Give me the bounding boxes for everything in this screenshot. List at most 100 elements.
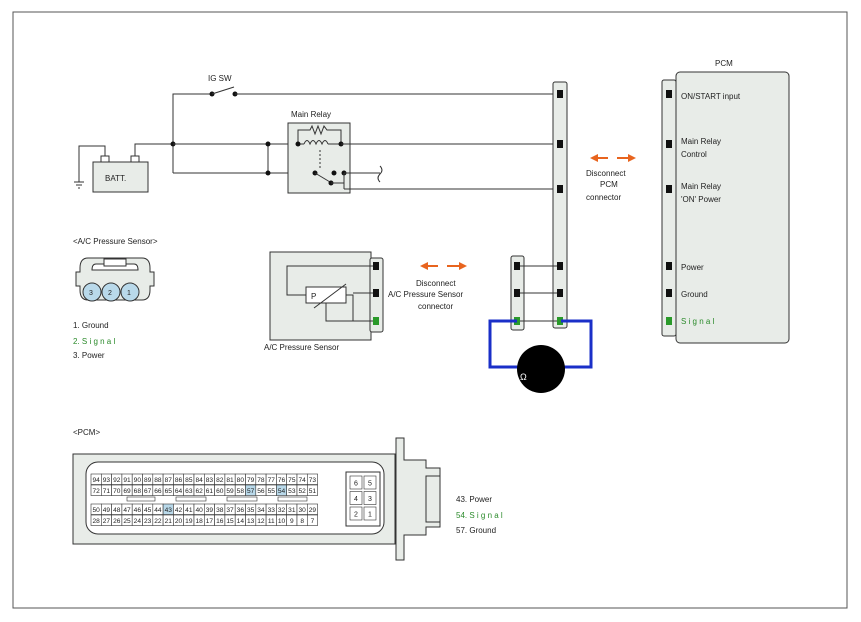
pcm-pin-number: 69 bbox=[123, 488, 131, 495]
pcm-pin-number: 88 bbox=[154, 477, 162, 484]
ac-pressure-sensor-schematic: P bbox=[269, 251, 384, 341]
pcm-pin-cell bbox=[306, 473, 318, 485]
pcm-pin-number: 86 bbox=[175, 477, 183, 484]
pcm-pin-number: 51 bbox=[309, 488, 317, 495]
ground-wire bbox=[78, 145, 106, 182]
ohm-symbol: Ω bbox=[520, 372, 527, 382]
pcm-pin-number: 76 bbox=[278, 477, 286, 484]
pcm-pin-number: 59 bbox=[226, 488, 234, 495]
pcm-pin-number: 21 bbox=[165, 518, 173, 525]
pcm-small-pin-number: 4 bbox=[354, 496, 358, 503]
pcm-pin-number: 18 bbox=[195, 518, 203, 525]
battery-terminal-pos bbox=[130, 155, 140, 163]
pcm-unit bbox=[661, 71, 790, 344]
pcm-pin-number: 89 bbox=[144, 477, 152, 484]
sensor-legend-power: 3. Power bbox=[73, 351, 105, 360]
ohmmeter: Ω bbox=[488, 319, 593, 393]
pcm-pin-number: 52 bbox=[298, 488, 306, 495]
pcm-small-pin-number: 6 bbox=[354, 481, 358, 488]
battery: BATT. bbox=[92, 155, 149, 193]
ac-sensor-connector-face: 3 2 1 bbox=[75, 257, 155, 302]
sensor-pin-2: 2 bbox=[108, 290, 112, 297]
pcm-pin-on-power: 'ON' Power bbox=[681, 195, 721, 204]
pcm-pin-number: 42 bbox=[175, 507, 183, 514]
pcm-pin-cell bbox=[306, 514, 318, 526]
pcm-pin-number: 23 bbox=[144, 518, 152, 525]
pcm-title: PCM bbox=[715, 59, 733, 68]
pcm-pin-number: 38 bbox=[216, 507, 224, 514]
junction-dot bbox=[265, 170, 271, 176]
pcm-pin-number: 80 bbox=[237, 477, 245, 484]
ig-feed-wire bbox=[172, 93, 212, 173]
pcm-pin-number: 57 bbox=[247, 488, 255, 495]
pcm-pin-number: 63 bbox=[185, 488, 193, 495]
pcm-pin-number: 85 bbox=[185, 477, 193, 484]
pcm-pin-number: 20 bbox=[175, 518, 183, 525]
pcm-legend-power: 43. Power bbox=[456, 495, 492, 504]
main-relay: Main Relay bbox=[287, 110, 351, 194]
pcm-small-pin-number: 5 bbox=[368, 481, 372, 488]
pcm-pin-number: 75 bbox=[288, 477, 296, 484]
sensor-pin-1: 1 bbox=[127, 290, 131, 297]
disconnect-sensor-arrows bbox=[420, 262, 467, 270]
pcm-pin-number: 54 bbox=[278, 488, 286, 495]
pcm-pin-number: 11 bbox=[268, 518, 275, 525]
pcm-pin-number: 48 bbox=[113, 507, 121, 514]
pcm-pin-cell bbox=[306, 503, 318, 515]
pcm-pin-control: Control bbox=[681, 150, 707, 159]
pcm-pin-number: 30 bbox=[298, 507, 306, 514]
pcm-pin-number: 32 bbox=[278, 507, 286, 514]
battery-terminal-neg bbox=[100, 155, 110, 163]
pcm-pin-number: 26 bbox=[113, 518, 121, 525]
pcm-pin-number: 10 bbox=[278, 518, 286, 525]
disconnect-pcm-arrows bbox=[590, 154, 636, 162]
pcm-pin-number: 24 bbox=[134, 518, 142, 525]
disconnect-sensor-line2: A/C Pressure Sensor bbox=[388, 290, 463, 299]
disconnect-sensor-line1: Disconnect bbox=[416, 279, 456, 288]
pcm-pin-main-relay-2: Main Relay bbox=[681, 182, 721, 191]
diagram-frame bbox=[12, 11, 848, 609]
pcm-pin-number: 41 bbox=[185, 507, 193, 514]
disconnect-sensor-line3: connector bbox=[418, 302, 453, 311]
pcm-harness-connector bbox=[552, 81, 568, 329]
pcm-pin-number: 7 bbox=[311, 518, 315, 525]
pcm-legend-ground: 57. Ground bbox=[456, 526, 496, 535]
pcm-pin-number: 61 bbox=[206, 488, 214, 495]
pcm-pin-number: 58 bbox=[237, 488, 245, 495]
pcm-pin-number: 14 bbox=[237, 518, 245, 525]
pcm-key-bar bbox=[175, 496, 207, 502]
pcm-pin-number: 73 bbox=[309, 477, 317, 484]
pcm-pin-number: 50 bbox=[92, 507, 100, 514]
pcm-pin-number: 34 bbox=[257, 507, 265, 514]
sensor-pin-3: 3 bbox=[89, 290, 93, 297]
pcm-pin-number: 77 bbox=[268, 477, 276, 484]
pcm-key-bar bbox=[126, 496, 156, 502]
pcm-pin-number: 44 bbox=[154, 507, 162, 514]
pcm-pin-number: 65 bbox=[165, 488, 173, 495]
pcm-small-pin-number: 2 bbox=[354, 512, 358, 519]
sensor-p-label: P bbox=[311, 292, 316, 301]
pcm-pin-number: 92 bbox=[113, 477, 121, 484]
pcm-small-pin-cell bbox=[349, 491, 363, 505]
pcm-pin-number: 67 bbox=[144, 488, 152, 495]
pcm-pin-number: 16 bbox=[216, 518, 224, 525]
ac-sensor-caption: A/C Pressure Sensor bbox=[264, 343, 339, 352]
pcm-pin-number: 81 bbox=[226, 477, 234, 484]
pcm-pin-number: 27 bbox=[103, 518, 111, 525]
pcm-pin-number: 82 bbox=[216, 477, 224, 484]
main-relay-label: Main Relay bbox=[291, 110, 331, 119]
disconnect-pcm-line3: connector bbox=[586, 193, 621, 202]
pcm-pin-number: 93 bbox=[103, 477, 111, 484]
pcm-pin-number: 94 bbox=[92, 477, 100, 484]
pcm-pin-number: 72 bbox=[92, 488, 100, 495]
pcm-pin-number: 29 bbox=[309, 507, 317, 514]
pcm-pin-number: 37 bbox=[226, 507, 234, 514]
pcm-pin-number: 83 bbox=[206, 477, 214, 484]
ac-sensor-header: <A/C Pressure Sensor> bbox=[73, 237, 158, 246]
pcm-pin-number: 13 bbox=[247, 518, 255, 525]
pcm-pin-number: 66 bbox=[154, 488, 162, 495]
pcm-small-pin-cell bbox=[363, 491, 377, 505]
